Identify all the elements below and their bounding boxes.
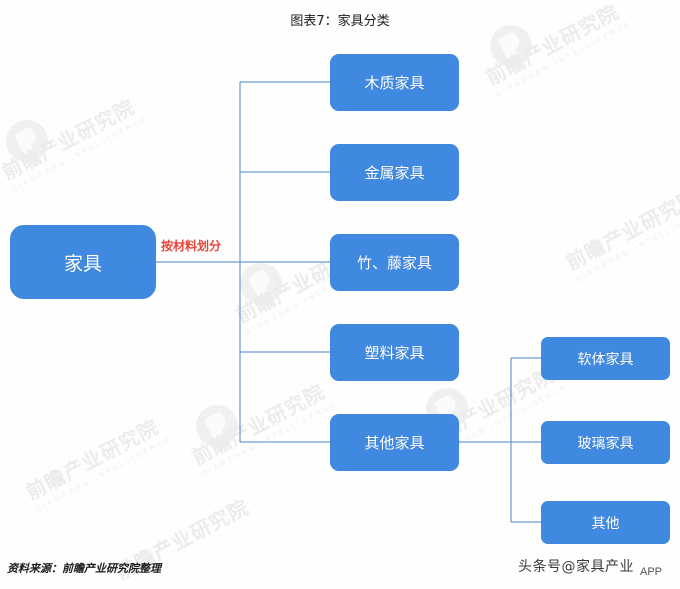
node-other[interactable]: 其他 bbox=[541, 501, 670, 544]
node-wood-furniture[interactable]: 木质家具 bbox=[330, 54, 459, 111]
app-tag: APP bbox=[640, 566, 663, 578]
source-note: 资料来源：前瞻产业研究院整理 bbox=[7, 562, 161, 575]
node-other-furniture[interactable]: 其他家具 bbox=[330, 414, 459, 471]
branch-label-by-material: 按材料划分 bbox=[161, 239, 222, 253]
byline: 头条号@家具产业 bbox=[518, 559, 634, 575]
node-soft-furniture[interactable]: 软体家具 bbox=[541, 337, 670, 380]
chart-title: 图表7：家具分类 bbox=[290, 14, 390, 29]
node-metal-furniture[interactable]: 金属家具 bbox=[330, 144, 459, 201]
node-bamboo-rattan-furniture[interactable]: 竹、藤家具 bbox=[330, 234, 459, 291]
node-root[interactable]: 家具 bbox=[10, 225, 156, 299]
node-plastic-furniture[interactable]: 塑料家具 bbox=[330, 324, 459, 381]
node-glass-furniture[interactable]: 玻璃家具 bbox=[541, 421, 670, 464]
